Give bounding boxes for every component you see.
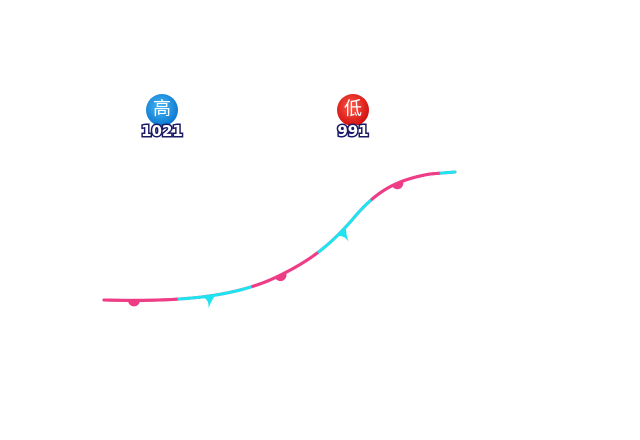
high-pressure-label: 高 — [153, 99, 171, 120]
cold-front-segment — [439, 170, 457, 175]
front-base-line — [102, 170, 457, 302]
low-pressure-label: 低 — [344, 99, 362, 120]
cold-front-triangle — [201, 295, 216, 309]
warm-front-segment — [370, 171, 442, 201]
warm-front-segment — [102, 297, 180, 302]
warm-front-semicircle — [391, 180, 404, 190]
high-pressure-marker — [146, 94, 178, 126]
low-pressure-marker — [337, 94, 369, 126]
cold-front-segment — [317, 198, 373, 254]
stationary-front — [102, 170, 457, 309]
low-pressure-value: 991 — [337, 122, 368, 140]
cold-front-triangle — [336, 226, 349, 242]
warm-front-segment — [251, 250, 320, 288]
warm-front-semicircle — [275, 272, 287, 282]
high-pressure-center[interactable]: 高 1021 — [140, 94, 184, 142]
high-pressure-value: 1021 — [141, 122, 183, 140]
cold-front-segment — [177, 285, 254, 301]
low-pressure-center[interactable]: 低 991 — [336, 94, 370, 142]
warm-front-semicircle — [127, 300, 140, 307]
